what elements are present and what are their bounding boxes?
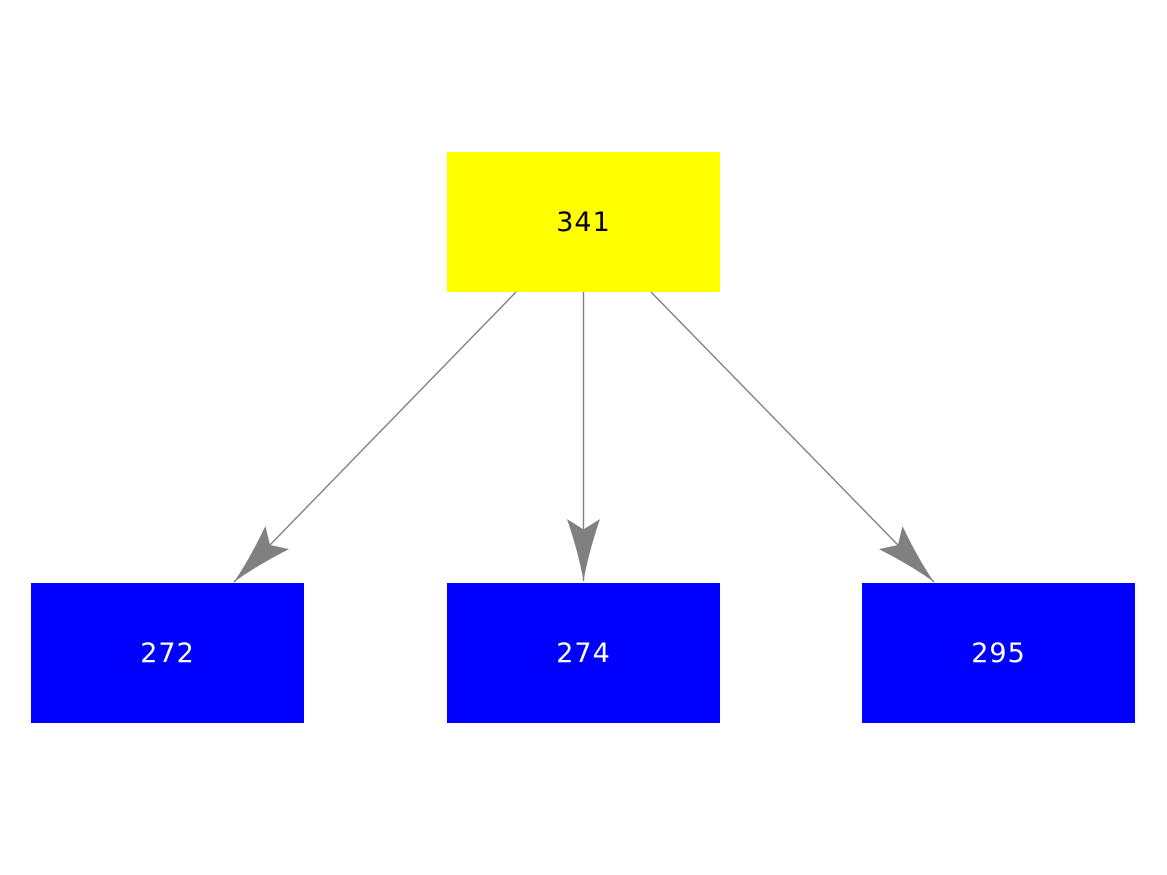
edge-341-272: [233, 291, 517, 583]
node-label: 341: [556, 206, 611, 238]
node-295: 295: [862, 583, 1135, 723]
node-label: 274: [556, 637, 611, 669]
edge-341-295: [650, 291, 935, 583]
node-label: 272: [140, 637, 195, 669]
node-341: 341: [447, 152, 720, 292]
node-label: 295: [971, 637, 1026, 669]
node-272: 272: [31, 583, 304, 723]
node-274: 274: [447, 583, 720, 723]
